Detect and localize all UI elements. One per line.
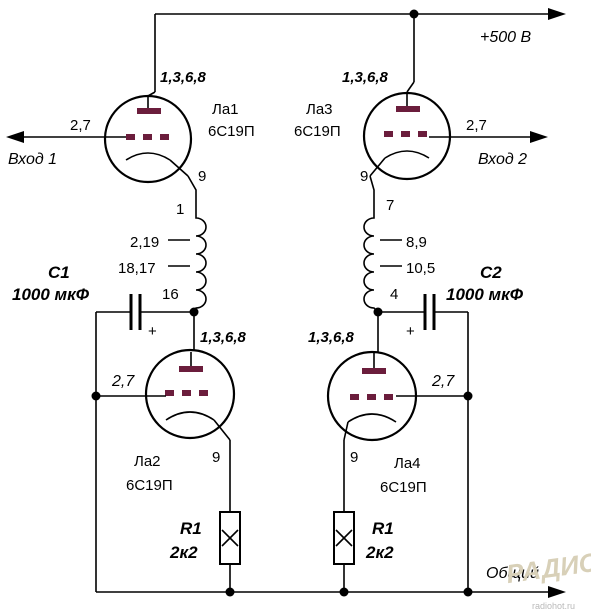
coil-left-tap-4: 16 — [162, 286, 179, 303]
supply-rail — [154, 8, 566, 92]
input-1-line — [6, 131, 126, 143]
la4-cathode-pin: 9 — [350, 449, 358, 466]
supply-label: +500 В — [480, 29, 531, 46]
tube-la2 — [144, 312, 236, 512]
c2-name: C2 — [480, 263, 502, 282]
la2-anode-pins: 1,3,6,8 — [200, 329, 247, 346]
tube-la3 — [362, 81, 452, 181]
la4-type: 6С19П — [380, 479, 427, 496]
la3-type: 6С19П — [294, 123, 341, 140]
watermark-logo: РАДИО — [504, 547, 591, 590]
la1-type: 6С19П — [208, 123, 255, 140]
c2-polarity: + — [406, 323, 415, 340]
coil-left-tap-1: 1 — [176, 201, 184, 218]
input-1-label[interactable]: Вход 1 — [8, 151, 57, 168]
ground-label: Общий — [486, 565, 539, 582]
capacitor-c1 — [96, 294, 199, 330]
resistor-left — [219, 511, 241, 592]
la4-name: Ла4 — [394, 455, 421, 472]
tube-la1 — [103, 91, 193, 184]
r-right-name: R1 — [372, 519, 394, 538]
c1-name: C1 — [48, 263, 70, 282]
r-right-value: 2к2 — [365, 543, 394, 562]
la3-name: Ла3 — [306, 101, 333, 118]
la1-name: Ла1 — [212, 101, 239, 118]
grid-bias-wires — [91, 312, 473, 592]
la2-cathode-pin: 9 — [212, 449, 220, 466]
coil-right-tap-1: 7 — [386, 197, 394, 214]
c2-value: 1000 мкФ — [446, 285, 524, 304]
la2-type: 6С19П — [126, 477, 173, 494]
input-2-label[interactable]: Вход 2 — [478, 151, 527, 168]
la4-anode-pins: 1,3,6,8 — [308, 329, 355, 346]
coil-right — [363, 175, 402, 313]
r-left-name: R1 — [180, 519, 202, 538]
coil-right-tap-2: 8,9 — [406, 234, 427, 251]
watermark-site: radiohot.ru — [532, 601, 575, 611]
la1-cathode-pin: 9 — [198, 168, 206, 185]
r-left-value: 2к2 — [169, 543, 198, 562]
coil-left — [168, 175, 207, 313]
la3-anode-pins: 1,3,6,8 — [342, 69, 389, 86]
la1-anode-pins: 1,3,6,8 — [160, 69, 207, 86]
resistor-right — [333, 511, 355, 592]
coil-right-tap-4: 4 — [390, 286, 398, 303]
watermark: РАДИО radiohot.ru — [504, 547, 591, 611]
la2-grid-pins: 2,7 — [111, 373, 135, 390]
la4-grid-pins: 2,7 — [431, 373, 455, 390]
la2-name: Ла2 — [134, 453, 161, 470]
coil-right-tap-3: 10,5 — [406, 260, 435, 277]
la3-grid-pins: 2,7 — [466, 117, 487, 134]
la3-cathode-pin: 9 — [360, 168, 368, 185]
coil-left-tap-3: 18,17 — [118, 260, 156, 277]
tube-la4 — [326, 312, 418, 512]
c1-polarity: + — [148, 323, 157, 340]
c1-value: 1000 мкФ — [12, 285, 90, 304]
input-2-line — [429, 131, 548, 143]
coil-left-tap-2: 2,19 — [130, 234, 159, 251]
la1-grid-pins: 2,7 — [70, 117, 91, 134]
ground-bus — [96, 586, 566, 598]
